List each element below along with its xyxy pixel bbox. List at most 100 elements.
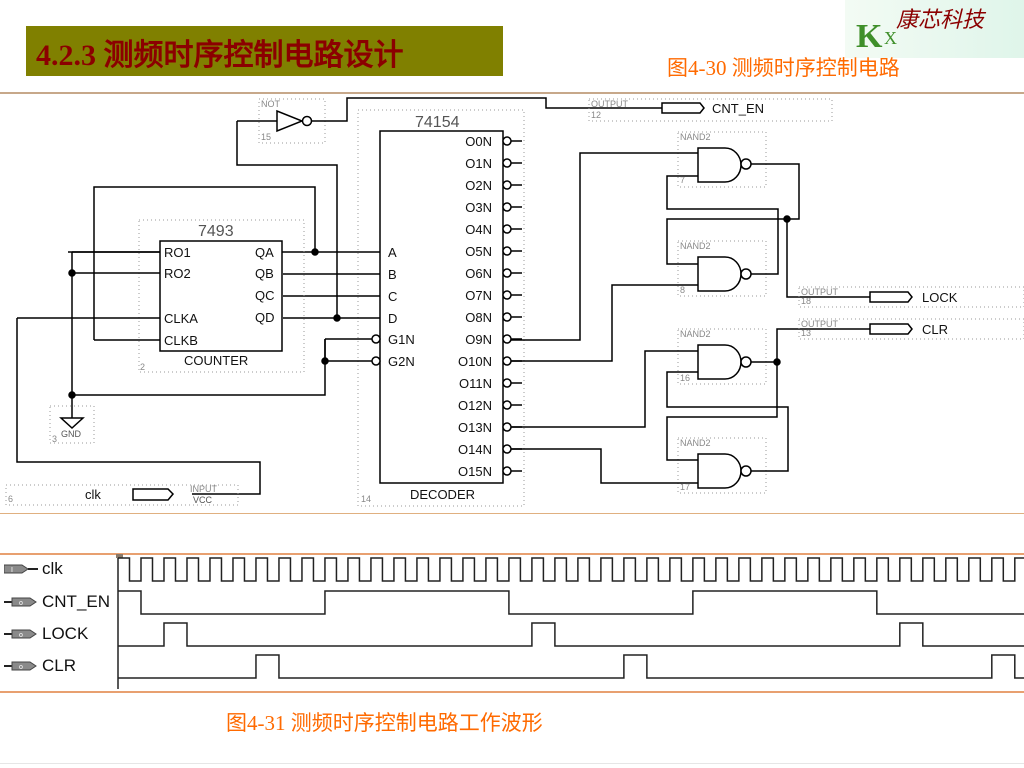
decoder-output-bubble [502,334,512,344]
decoder-output-bubble [502,246,512,256]
output-lock-name: LOCK [922,290,958,305]
decoder-output-bubble [502,444,512,454]
output-lock-frame [798,286,1024,308]
counter-output-qa: QA [255,245,274,260]
counter-frame [138,219,305,373]
logo-name: 康芯科技 [896,7,985,32]
title-bar [26,26,503,76]
waveform-clr [118,654,1024,679]
counter-output-qd: QD [255,310,275,325]
decoder-output-label: O9N [465,332,492,347]
not-gate-type: NOT [261,99,281,109]
decoder-output-label: O2N [465,178,492,193]
decoder-input-d: D [388,311,397,326]
counter-body [159,240,283,352]
decoder-output-bubble [502,312,512,322]
divider-top [0,92,1024,94]
decoder-output-label: O3N [465,200,492,215]
gnd-id: 3 [52,434,57,444]
decoder-input-b: B [388,267,397,282]
decoder-input-c: C [388,289,397,304]
decoder-output-bubble [502,158,512,168]
decoder-output-bubble [502,136,512,146]
decoder-output-label: O6N [465,266,492,281]
nand-16-type: NAND2 [680,329,711,339]
counter-part: 7493 [198,223,234,240]
gnd-label: GND [61,429,82,439]
input-clk-type: INPUT [190,484,218,494]
nand-17-id: 17 [680,482,690,492]
decoder-label: DECODER [410,487,475,502]
schematic-diagram: NOT 15 OUTPUT 12 CNT_EN 74154 DECODER 14… [5,97,1024,507]
nand-gate-7 [677,131,767,188]
output-clr-pin [869,323,913,335]
decoder-input-g1n: G1N [388,332,415,347]
time-cursor-marker[interactable] [116,554,123,558]
decoder-output-bubble [502,466,512,476]
decoder-output-label: O14N [458,442,492,457]
nand-17-type: NAND2 [680,438,711,448]
nand-16-id: 16 [680,373,690,383]
counter-input-clkb: CLKB [164,333,198,348]
divider-bottom [0,763,1024,764]
svg-text:I: I [11,567,13,574]
decoder-frame [357,109,525,507]
waveform-bottom-border [0,691,1024,693]
decoder-part: 74154 [415,114,460,131]
input-clk-sub: VCC [193,495,213,505]
decoder-output-bubble [502,290,512,300]
output-clr-type: OUTPUT [801,319,839,329]
figure-caption-circuit: 图4-30 测频时序控制电路 [667,56,900,80]
signal-name: clk [42,559,63,578]
nand-8-type: NAND2 [680,241,711,251]
output-clr-frame [798,318,1024,340]
decoder-output-label: O15N [458,464,492,479]
waveform-chart [116,554,1024,689]
output-clr-name: CLR [922,322,948,337]
waveform-clk [118,557,1024,582]
figure-caption-waveform: 图4-31 测频时序控制电路工作波形 [226,711,543,735]
counter-id: 2 [140,362,145,372]
output-pin-icon: o [4,597,37,607]
decoder-output-label: O8N [465,310,492,325]
nand-gate-17 [677,437,767,494]
output-clr-id: 13 [801,328,811,338]
decoder-output-label: O13N [458,420,492,435]
signal-row-clr[interactable]: o CLR [4,656,76,676]
decoder-output-label: O10N [458,354,492,369]
waveform-cnt-en [118,590,1024,615]
not-gate-bubble [301,115,313,127]
decoder-output-bubble [502,378,512,388]
counter-output-qc: QC [255,288,275,303]
svg-text:o: o [19,664,23,671]
logo-background [845,0,1024,58]
counter-input-ro2: RO2 [164,266,191,281]
waveform-lock [118,622,1024,647]
svg-text:o: o [19,600,23,607]
output-pin-icon: o [4,661,37,671]
nand-gate-8 [677,240,767,297]
output-lock-pin [869,291,913,303]
input-clk-pin [132,488,175,501]
output-cnt-en-type: OUTPUT [591,99,629,109]
signal-name: CLR [42,656,77,675]
decoder-input-g2n: G2N [388,354,415,369]
decoder-id: 14 [361,494,371,504]
output-lock-id: 18 [801,296,811,306]
signal-name: CNT_EN [42,592,111,611]
input-clk-name: clk [85,487,101,502]
counter-label: COUNTER [184,353,248,368]
counter-input-ro1: RO1 [164,245,191,260]
output-cnt-en-name: CNT_EN [712,101,764,116]
signal-row-cnt-en[interactable]: o CNT_EN [4,592,110,612]
waveform-top-border [0,553,1024,555]
output-cnt-en-id: 12 [591,110,601,120]
decoder-output-label: O5N [465,244,492,259]
decoder-output-bubble [502,224,512,234]
nand-8-id: 8 [680,285,685,295]
decoder-output-label: O4N [465,222,492,237]
logo-letter: K [856,18,883,55]
input-pin-icon: I [4,564,38,574]
